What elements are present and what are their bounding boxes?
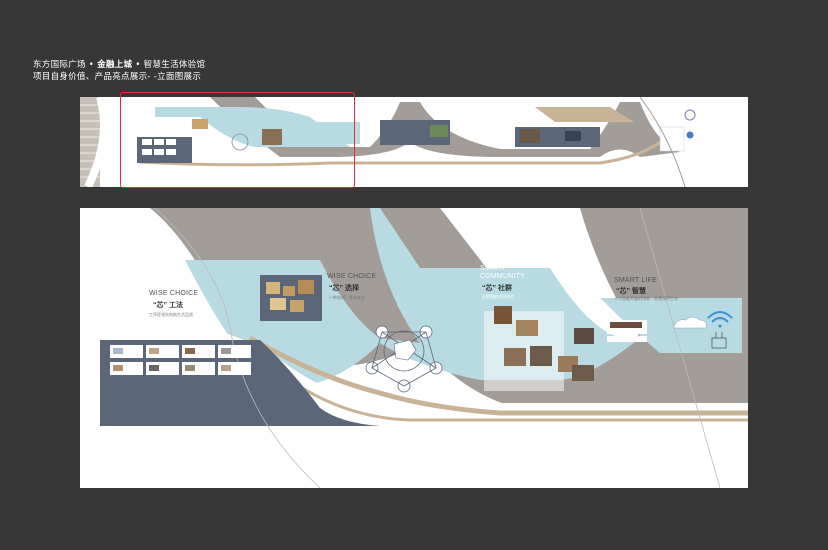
product-cards <box>110 345 251 375</box>
overview-stripes <box>80 97 108 187</box>
community-heading-2: COMMUNITY <box>480 273 525 280</box>
network-center-map <box>393 339 417 361</box>
overview-thumbnails <box>142 109 696 155</box>
title-suffix: • 智慧生活体验馆 <box>135 60 206 70</box>
wise-choice-sub: “芯” 工法 <box>153 302 183 309</box>
light-blue-right <box>600 298 742 353</box>
wifi-icon <box>707 311 733 328</box>
tan-stripe-1 <box>248 335 748 416</box>
select-note: 一种选择，多种体验 <box>329 295 365 300</box>
smart-life-note: 人与智能共融的场景，智慧闭环生态 <box>614 296 678 301</box>
router-icon <box>711 332 727 349</box>
overview-tan-line <box>139 140 661 167</box>
elevation-panel <box>80 208 748 488</box>
community-sub: “芯” 社群 <box>482 285 512 292</box>
wise-choice-note: 工序匠领先构筑生活品质 <box>149 312 193 317</box>
community-note: 社群智能空间体验 <box>482 294 514 299</box>
title-line-1: 东方国际广场 • 金融上城 • 智慧生活体验馆 <box>33 58 205 70</box>
select-sub: “芯” 选择 <box>329 285 359 292</box>
overview-light-blue <box>155 107 350 147</box>
title-line-2: 项目自身价值、产品亮点展示- -立面图展示 <box>33 72 202 82</box>
smart-life-heading: SMART LIFE <box>614 277 657 284</box>
title-bold: 金融上城 <box>97 60 133 70</box>
title-prefix: 东方国际广场 • <box>33 60 95 70</box>
select-heading: WISE CHOICE <box>327 273 377 280</box>
outline-curve-1 <box>154 208 321 488</box>
wise-choice-heading: WISE CHOICE <box>149 290 199 297</box>
community-photos <box>484 306 594 391</box>
choice-photo <box>266 280 314 312</box>
highlight-box <box>120 92 355 188</box>
smart-life-sub: “芯” 智慧 <box>616 288 646 295</box>
overview-strip <box>80 97 748 187</box>
slate-block <box>100 340 380 426</box>
smart-life-content <box>607 316 707 342</box>
community-heading-1: SMART <box>480 265 506 272</box>
outline-curve-2 <box>639 208 721 488</box>
network-diagram <box>365 325 443 393</box>
